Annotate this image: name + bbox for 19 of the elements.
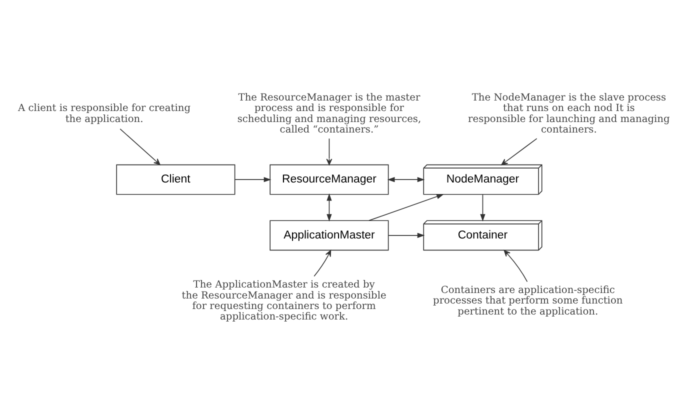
arrow (234, 176, 272, 182)
arrow (504, 250, 528, 282)
arrow (314, 250, 332, 276)
node-text: The ApplicationMaster is created by the ResourceManager and is responsible for requesting containers to perform application-specific work. (182, 279, 386, 322)
arrow (501, 138, 538, 165)
node-text: The NodeManager is the slave process that runs on each nod It is responsible for launching and managing containers. (468, 92, 670, 135)
arrow (326, 138, 332, 165)
arrow (480, 194, 486, 221)
arrow (326, 192, 332, 221)
node-box: ResourceManager (270, 164, 389, 194)
arrow (387, 176, 425, 182)
arrow (368, 194, 444, 220)
arrow (388, 232, 425, 238)
node-text: The ResourceManager is the master process and is responsible for scheduling and managing resources, called “containers.” (237, 92, 422, 135)
node-box: Client (116, 164, 236, 194)
node-text: Containers are application-specific processes that perform some function pertinent to the application. (433, 284, 623, 317)
node-text: A client is responsible for creating the application. (18, 102, 191, 124)
arrow (120, 128, 160, 164)
node-box: ApplicationMaster (270, 220, 389, 250)
